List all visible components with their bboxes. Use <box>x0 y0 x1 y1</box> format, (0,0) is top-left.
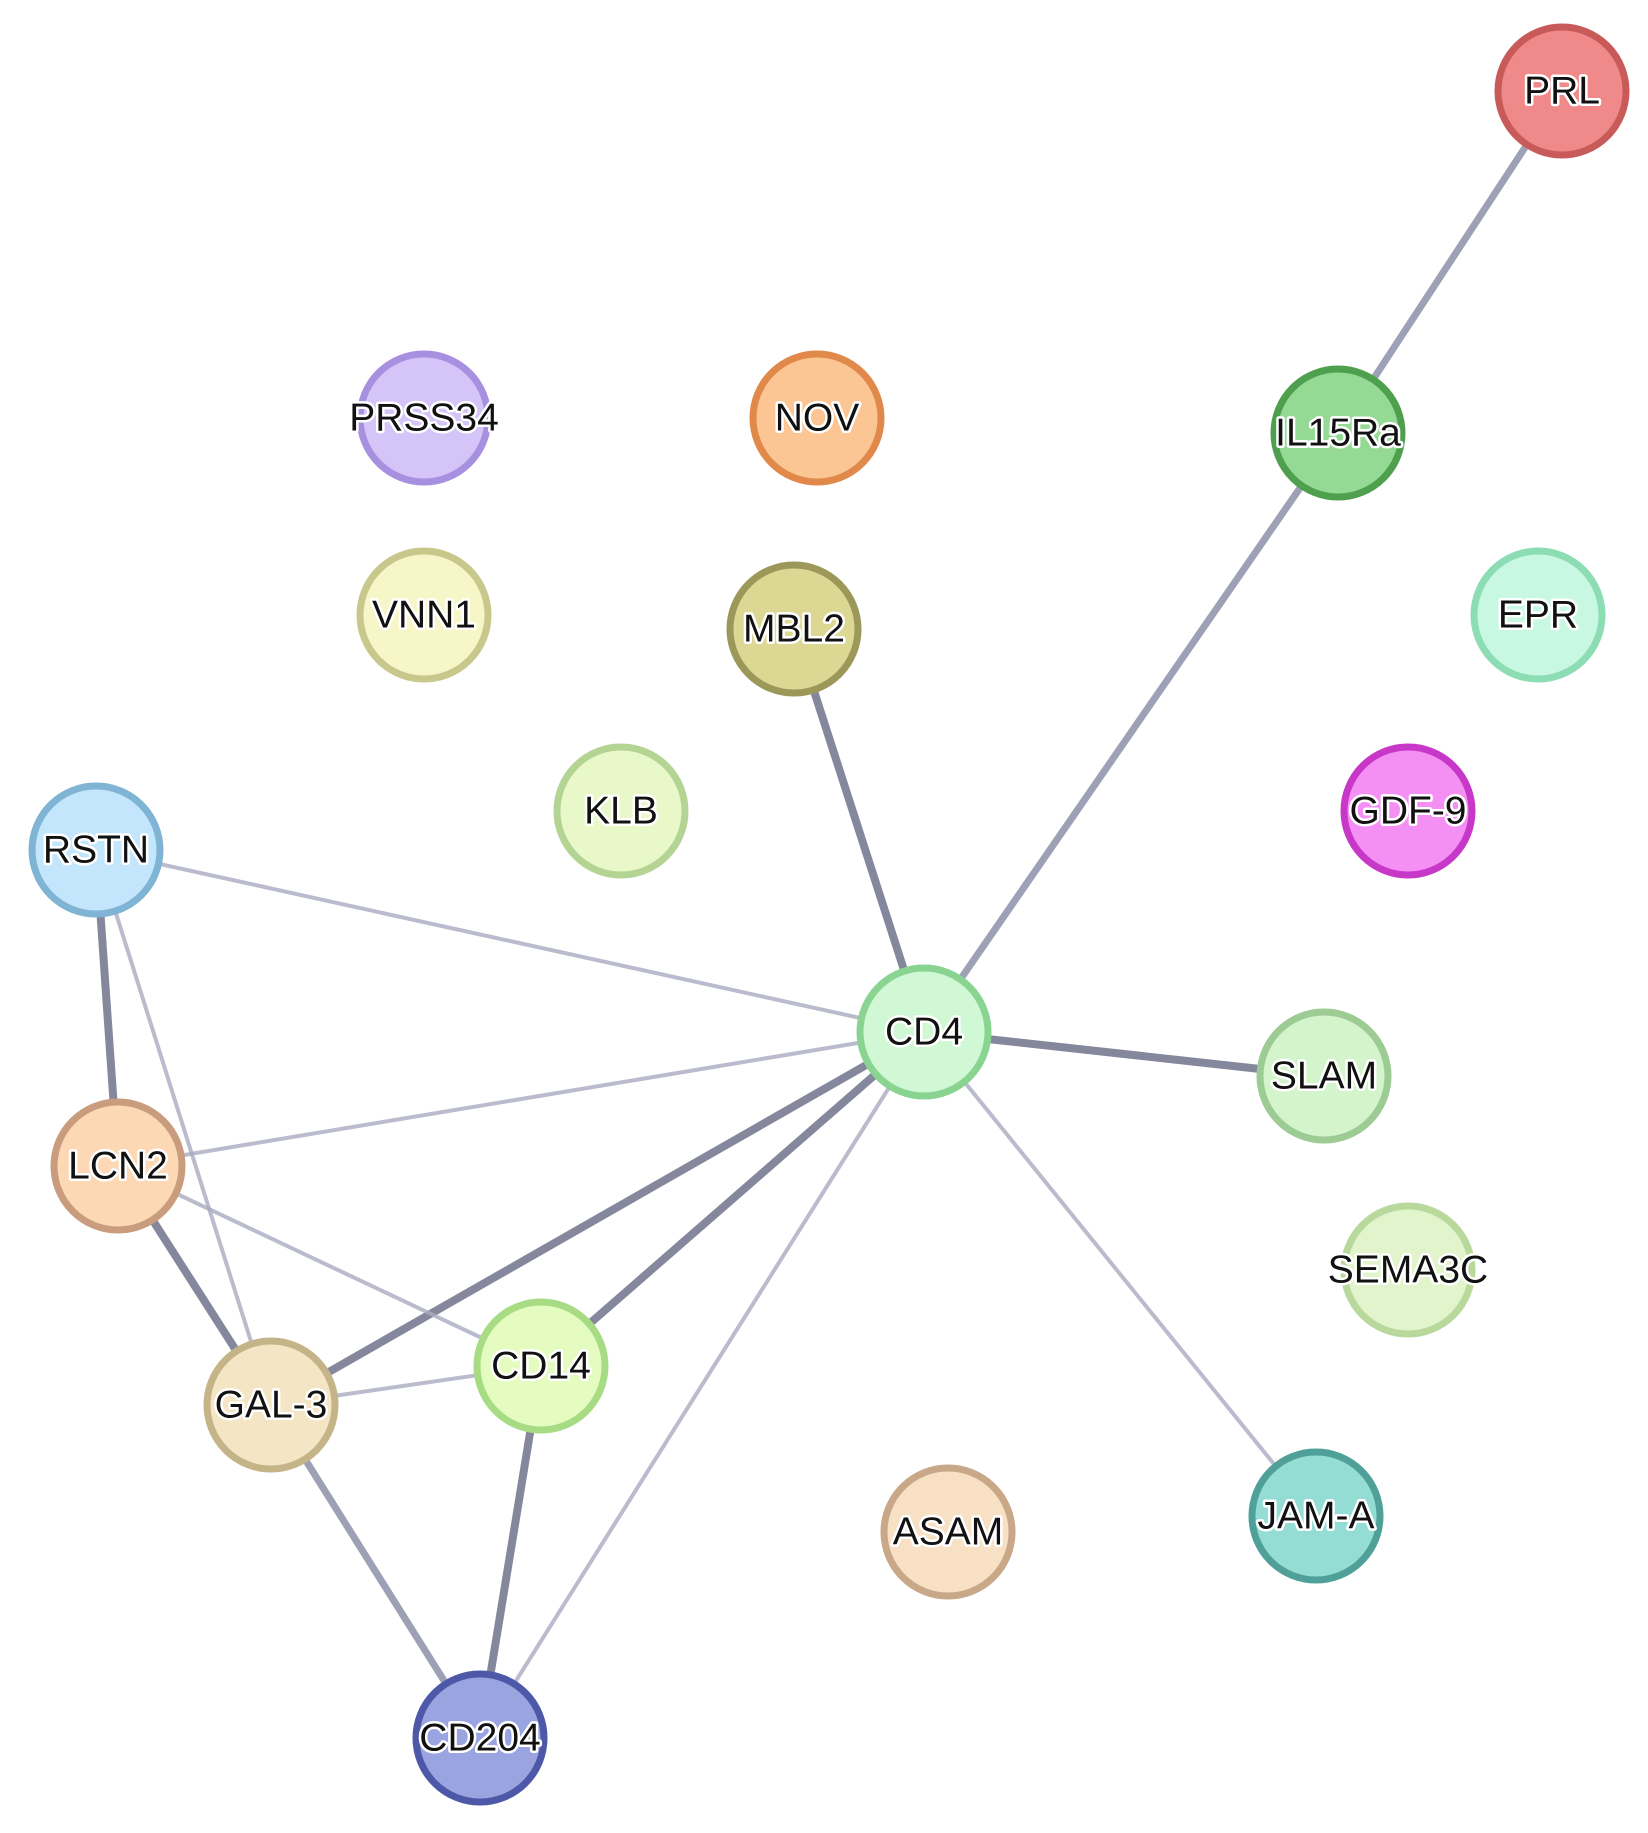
node-gdf-9[interactable]: GDF-9 <box>1340 743 1476 879</box>
node-label: SEMA3C <box>1328 1249 1488 1292</box>
node-epr[interactable]: EPR <box>1470 547 1606 683</box>
node-circle[interactable] <box>1340 1202 1476 1338</box>
node-circle[interactable] <box>356 547 492 683</box>
node-label: JAM-A <box>1258 1495 1375 1538</box>
node-label: CD14 <box>491 1345 591 1388</box>
node-circle[interactable] <box>203 1337 339 1473</box>
node-klb[interactable]: KLB <box>553 743 689 879</box>
node-rstn[interactable]: RSTN <box>28 782 164 918</box>
node-circle[interactable] <box>1340 743 1476 879</box>
node-label: VNN1 <box>372 594 476 637</box>
node-label: NOV <box>775 397 860 440</box>
node-mbl2[interactable]: MBL2 <box>726 561 862 697</box>
edge-mbl2-cd4 <box>790 625 928 1036</box>
node-circle[interactable] <box>1470 547 1606 683</box>
edge-lcn2-cd4 <box>116 1030 926 1168</box>
node-circle[interactable] <box>856 964 992 1100</box>
node-circle[interactable] <box>880 1464 1016 1600</box>
node-cd204[interactable]: CD204 <box>412 1670 548 1806</box>
edge-gal-3-cd4 <box>267 1028 928 1409</box>
node-il15ra[interactable]: IL15Ra <box>1270 365 1406 501</box>
edge-cd4-jam-a <box>922 1030 1318 1518</box>
edge-rstn-gal-3 <box>94 848 273 1407</box>
node-circle[interactable] <box>726 561 862 697</box>
node-circle[interactable] <box>1248 1448 1384 1584</box>
node-circle[interactable] <box>1256 1008 1392 1144</box>
node-label: KLB <box>584 790 658 833</box>
node-label: ASAM <box>893 1511 1004 1554</box>
node-circle[interactable] <box>50 1098 186 1234</box>
node-slam[interactable]: SLAM <box>1256 1008 1392 1144</box>
node-label: GDF-9 <box>1350 790 1467 833</box>
node-label: GAL-3 <box>215 1384 328 1427</box>
node-label: LCN2 <box>68 1145 168 1188</box>
node-cd14[interactable]: CD14 <box>473 1298 609 1434</box>
node-label: IL15Ra <box>1275 412 1401 455</box>
node-nov[interactable]: NOV <box>749 350 885 486</box>
node-vnn1[interactable]: VNN1 <box>356 547 492 683</box>
node-circle[interactable] <box>28 782 164 918</box>
node-circle[interactable] <box>553 743 689 879</box>
node-gal-3[interactable]: GAL-3 <box>203 1337 339 1473</box>
node-circle[interactable] <box>1270 365 1406 501</box>
node-label: RSTN <box>43 829 149 872</box>
edge-prl-il15ra <box>1334 87 1566 437</box>
node-circle[interactable] <box>749 350 885 486</box>
node-lcn2[interactable]: LCN2 <box>50 1098 186 1234</box>
node-label: EPR <box>1498 594 1578 637</box>
node-circle[interactable] <box>412 1670 548 1806</box>
node-asam[interactable]: ASAM <box>880 1464 1016 1600</box>
edge-rstn-cd4 <box>94 848 926 1034</box>
node-label: PRL <box>1524 70 1600 113</box>
node-prss34[interactable]: PRSS34 <box>347 350 501 486</box>
node-circle[interactable] <box>356 350 492 486</box>
node-label: SLAM <box>1271 1055 1377 1098</box>
node-circle[interactable] <box>473 1298 609 1434</box>
node-circle[interactable] <box>1494 23 1630 159</box>
edge-lcn2-cd14 <box>116 1164 543 1368</box>
node-sema3c[interactable]: SEMA3C <box>1325 1202 1491 1338</box>
node-label: CD204 <box>419 1717 540 1760</box>
node-jam-a[interactable]: JAM-A <box>1248 1448 1384 1584</box>
edge-cd14-cd4 <box>537 1028 928 1370</box>
node-cd4[interactable]: CD4 <box>856 964 992 1100</box>
node-label: MBL2 <box>743 608 845 651</box>
node-label: CD4 <box>885 1011 963 1054</box>
node-prl[interactable]: PRL <box>1494 23 1630 159</box>
edge-cd204-cd4 <box>478 1030 926 1740</box>
node-label: PRSS34 <box>349 397 499 440</box>
edge-il15ra-cd4 <box>920 429 1342 1036</box>
